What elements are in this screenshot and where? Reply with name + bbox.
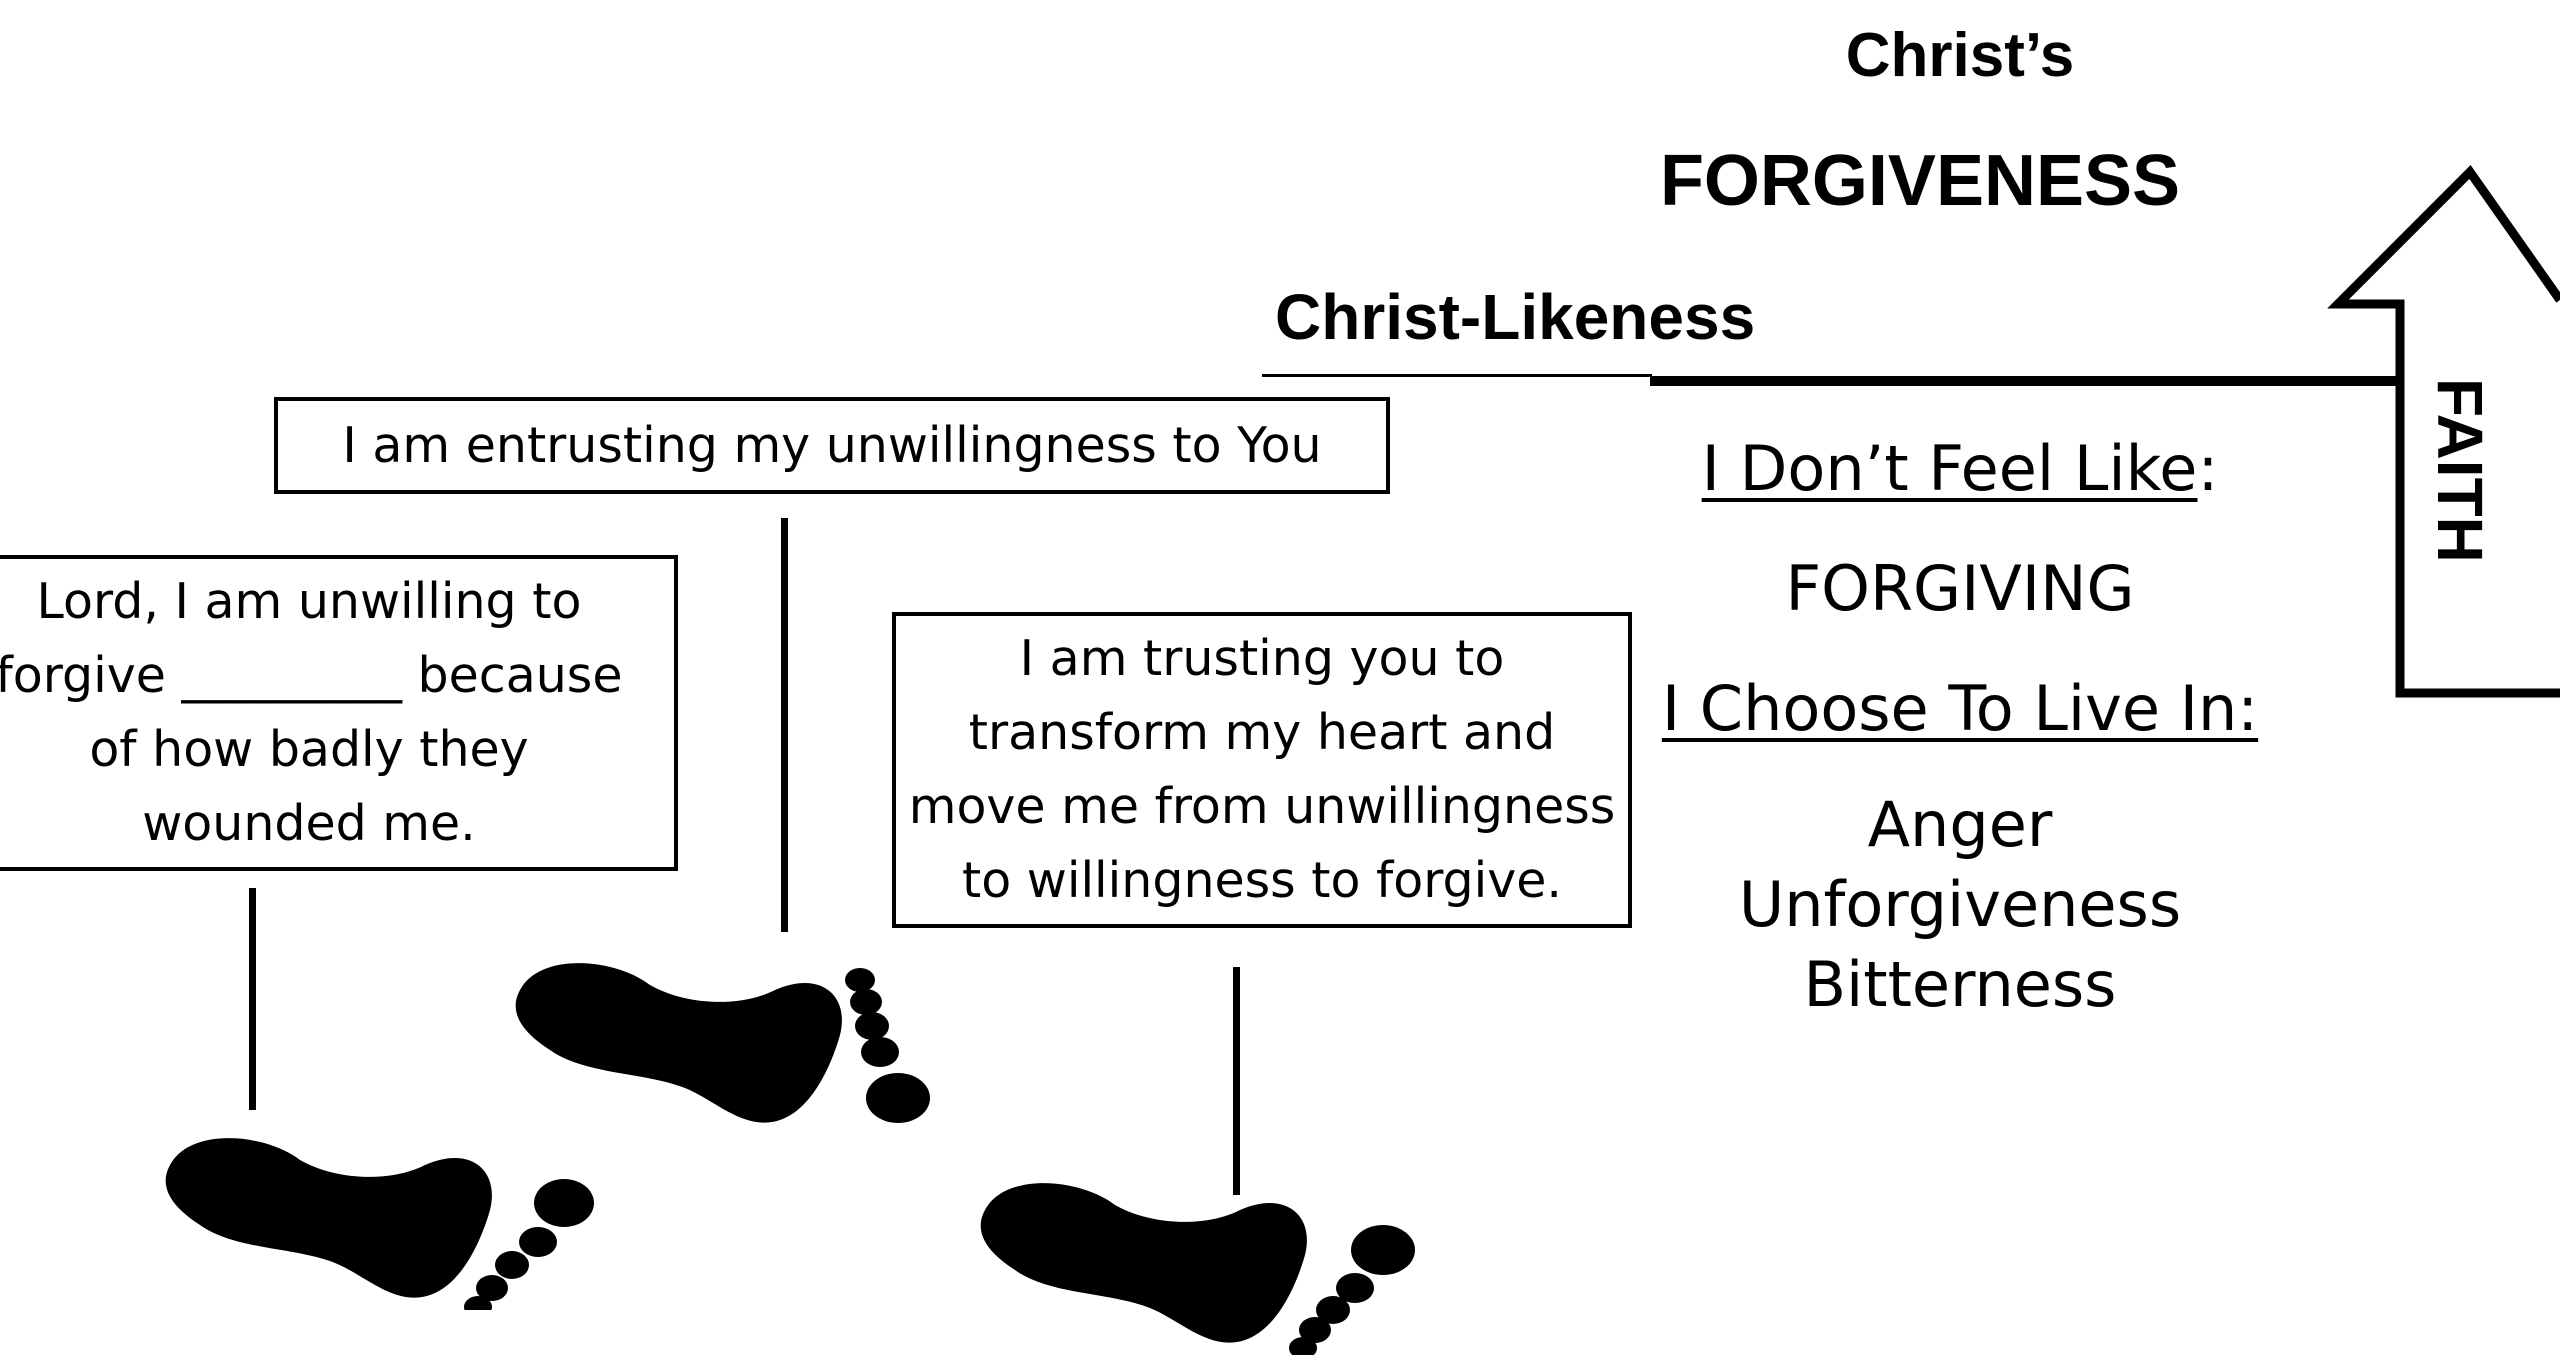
step-line: to willingness to forgive.: [961, 852, 1562, 909]
footprint-icon: [515, 963, 930, 1123]
christ-likeness-thick-line: [1650, 376, 2560, 386]
step-line: Lord, I am unwilling to: [36, 573, 582, 630]
title-christs: Christ’s: [1845, 21, 2075, 90]
step-line: forgive _________ because: [0, 647, 623, 704]
connector-line-step1: [249, 888, 256, 1110]
dont-feel-like-colon: :: [2197, 432, 2219, 505]
step-box-trusting: I am trusting you to transform my heart …: [892, 612, 1632, 928]
christ-likeness-thin-line: [1262, 374, 1652, 377]
footprint-icon: [980, 1183, 1415, 1355]
step-box-entrusting: I am entrusting my unwillingness to You: [274, 397, 1390, 494]
faith-label: FAITH: [2424, 377, 2496, 563]
choose-to-live-in-heading: I Choose To Live In:: [1600, 672, 2320, 745]
choose-to-live-in-text: I Choose To Live In:: [1661, 672, 2259, 745]
step-text-trusting: I am trusting you to transform my heart …: [909, 622, 1616, 918]
step-line: wounded me.: [142, 795, 476, 852]
connector-line-step3: [1233, 967, 1240, 1195]
step-line: transform my heart and: [968, 704, 1556, 761]
step-line: move me from unwillingness: [908, 778, 1616, 835]
connector-line-step2: [781, 518, 788, 932]
step-line: I am trusting you to: [1019, 630, 1505, 687]
dont-feel-like-heading: I Don’t Feel Like:: [1600, 432, 2320, 505]
step-text-unwilling: Lord, I am unwilling to forgive ________…: [0, 565, 622, 861]
christ-likeness-label: Christ-Likeness: [1275, 281, 1756, 353]
emotion-anger: Anger: [1867, 788, 2053, 861]
step-text-entrusting: I am entrusting my unwillingness to You: [342, 416, 1322, 474]
dont-feel-like-text: I Don’t Feel Like: [1701, 432, 2198, 505]
step-box-unwilling: Lord, I am unwilling to forgive ________…: [0, 555, 678, 871]
faith-arrow-icon: [2327, 165, 2560, 698]
step-line: of how badly they: [89, 721, 529, 778]
footprint-icon: [165, 1138, 594, 1310]
feeling-forgiving: FORGIVING: [1785, 552, 2135, 625]
emotion-unforgiveness: Unforgiveness: [1738, 868, 2182, 941]
title-forgiveness: FORGIVENESS: [1659, 141, 2181, 221]
emotion-bitterness: Bitterness: [1803, 948, 2117, 1021]
